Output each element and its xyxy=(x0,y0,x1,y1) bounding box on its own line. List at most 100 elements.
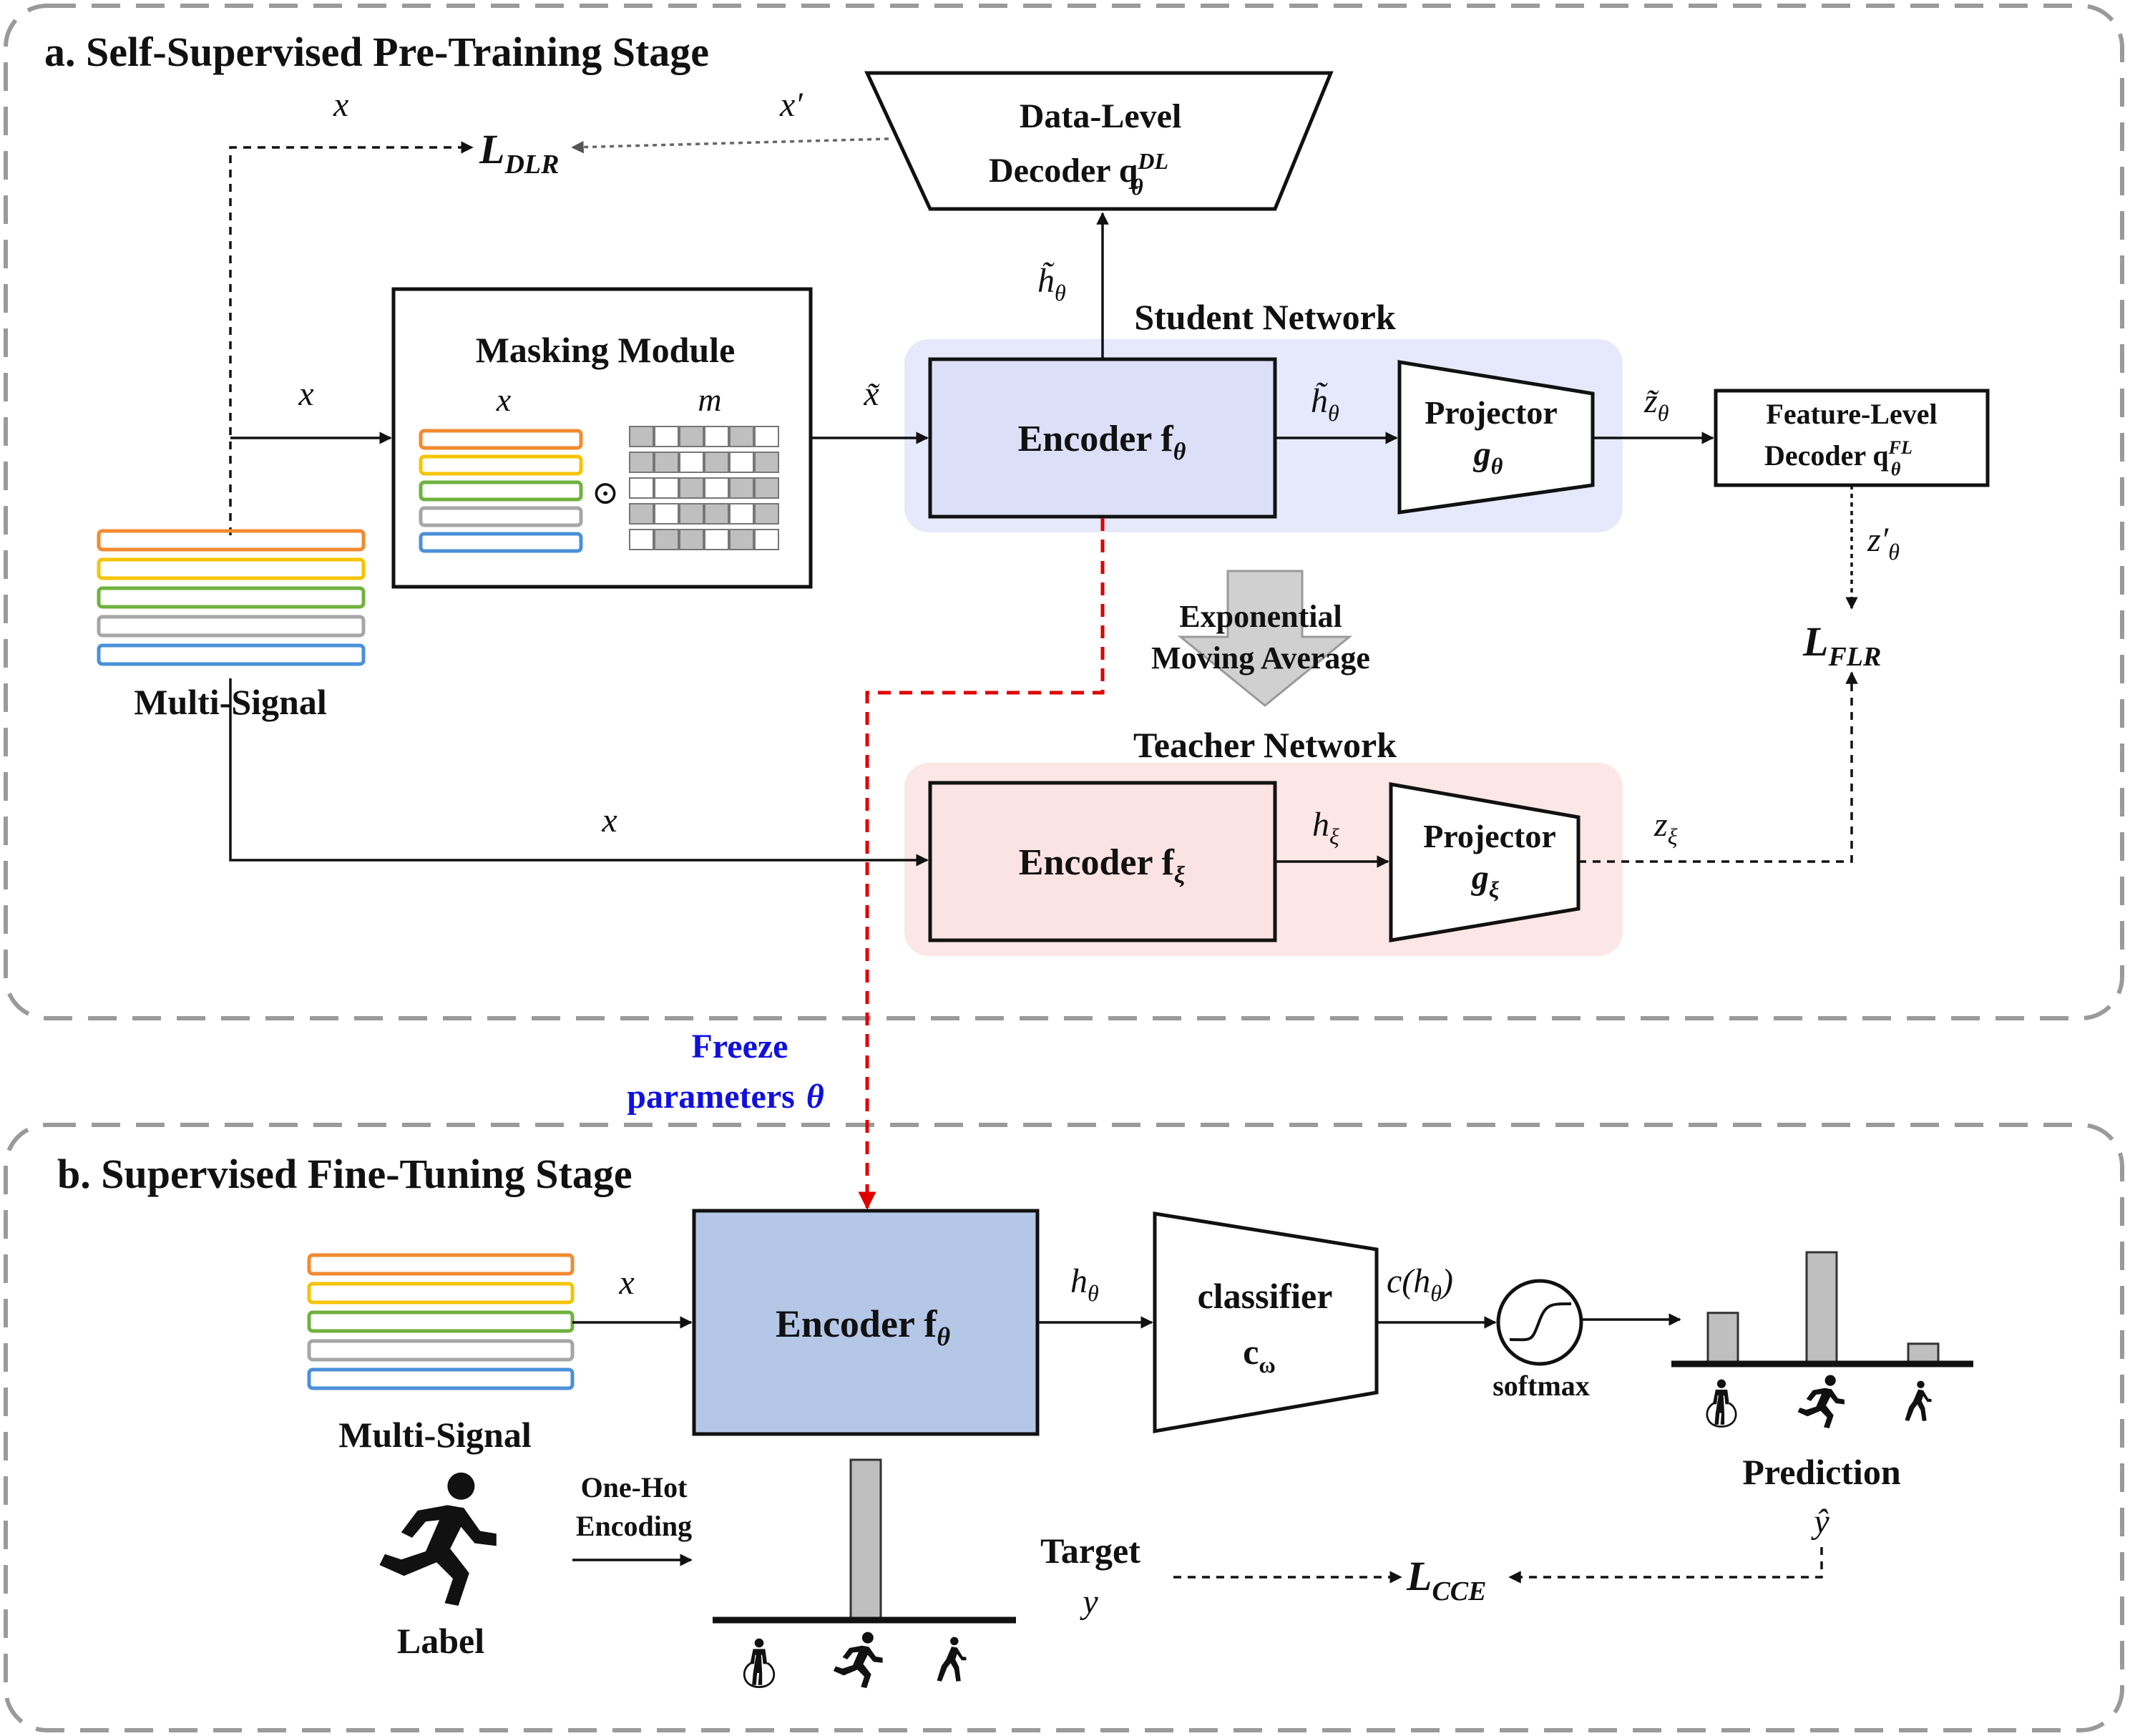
jump-rope-icon-pred xyxy=(1706,1377,1737,1428)
jump-rope-icon-target xyxy=(743,1637,776,1689)
ema-line2: Moving Average xyxy=(1151,640,1370,676)
student-projector xyxy=(1397,360,1595,515)
mask-cell xyxy=(654,452,679,473)
mask-cell xyxy=(729,452,754,473)
mask-cell xyxy=(679,452,704,473)
teacher-encoder-label: Encoder fξ xyxy=(1019,842,1186,889)
label-c-h-theta: c(hθ) xyxy=(1387,1262,1453,1306)
classifier xyxy=(1153,1211,1379,1433)
runner-icon-target xyxy=(833,1632,883,1688)
label-x-to-teacher: x xyxy=(601,801,617,839)
masked-signal-green xyxy=(419,480,583,502)
finetune-encoder-label: Encoder fθ xyxy=(776,1302,951,1351)
signal-blue-b xyxy=(307,1367,575,1390)
signal-gray-b xyxy=(307,1339,575,1362)
arrow-prediction-to-lcce xyxy=(1508,1547,1823,1584)
teacher-projector xyxy=(1389,782,1581,942)
arrow-decoder-to-ldlr xyxy=(571,137,889,154)
mask-cell xyxy=(679,477,704,499)
pred-bar xyxy=(1805,1251,1838,1364)
walker-icon-pred xyxy=(1905,1380,1932,1421)
label-x-top-left: x xyxy=(333,86,348,124)
label-z-tilde: z̃θ xyxy=(1643,382,1669,426)
classifier-line1: classifier xyxy=(1198,1276,1333,1316)
mask-cell xyxy=(704,452,729,473)
mask-cell xyxy=(704,503,729,525)
freeze-parameters-arrow xyxy=(858,518,1105,1210)
label-x-tilde: x̃ xyxy=(863,375,879,413)
stage-b-frame xyxy=(4,1123,2124,1732)
target-bars xyxy=(849,1458,882,1620)
multi-signal-a xyxy=(97,529,366,666)
data-level-decoder xyxy=(864,71,1334,211)
walker-icon-target xyxy=(937,1637,967,1682)
label-x-prime: x′ xyxy=(779,86,803,124)
signal-yellow xyxy=(97,557,366,580)
target-bar xyxy=(849,1458,882,1620)
mask-cell xyxy=(704,477,729,499)
signal-green-b xyxy=(307,1310,575,1333)
mask-cell xyxy=(754,529,779,550)
teacher-network-label: Teacher Network xyxy=(1133,725,1397,765)
mask-cell xyxy=(679,529,704,550)
label-h-tilde-up: h̃θ xyxy=(1037,262,1066,306)
mask-cell xyxy=(654,503,679,525)
multi-signal-label-b: Multi-Signal xyxy=(338,1415,532,1455)
label-x-finetune: x xyxy=(618,1264,634,1302)
masking-x-label: x xyxy=(496,381,512,418)
mask-cell xyxy=(629,452,654,473)
masked-signal-blue xyxy=(419,532,583,553)
signal-orange xyxy=(97,529,366,552)
signal-yellow-b xyxy=(307,1282,575,1305)
teacher-projector-g: gξ xyxy=(1471,859,1500,902)
student-encoder-label: Encoder fθ xyxy=(1018,419,1186,465)
stage-a-title: a. Self-Supervised Pre-Training Stage xyxy=(44,29,709,75)
masking-m-label: m xyxy=(698,381,721,418)
label-z-xi: zξ xyxy=(1653,806,1678,849)
mask-cell xyxy=(729,426,754,447)
masked-signal-yellow xyxy=(419,454,583,476)
mask-cell xyxy=(654,477,679,499)
finetune-encoder xyxy=(692,1209,1040,1436)
mask-cell xyxy=(754,426,779,447)
student-network-label: Student Network xyxy=(1134,297,1395,337)
mask-cell xyxy=(629,503,654,525)
mask-cell xyxy=(729,477,754,499)
teacher-projector-label: Projector xyxy=(1423,818,1556,854)
mask-cell xyxy=(704,529,729,550)
target-label: Target xyxy=(1040,1531,1140,1571)
data-decoder-line1: Data-Level xyxy=(1020,97,1182,135)
ema-line1: Exponential xyxy=(1179,599,1342,634)
label-h-xi: hξ xyxy=(1312,806,1339,849)
signal-green xyxy=(97,586,366,609)
mask-cell xyxy=(654,426,679,447)
odot-symbol: ⊙ xyxy=(592,474,620,511)
loss-dlr: LDLR xyxy=(479,126,559,180)
softmax-icon xyxy=(1496,1279,1583,1366)
label-text: Label xyxy=(397,1621,484,1661)
pred-bar xyxy=(1907,1342,1940,1364)
stage-a-frame xyxy=(4,4,2124,1020)
prediction-label: Prediction xyxy=(1742,1452,1900,1492)
signal-orange-b xyxy=(307,1253,575,1276)
runner-icon-pred xyxy=(1797,1375,1845,1428)
mask-grid xyxy=(629,426,779,550)
one-hot-line2: Encoding xyxy=(576,1510,692,1542)
loss-flr: LFLR xyxy=(1802,618,1881,672)
mask-cell xyxy=(629,477,654,499)
freeze-line1: Freeze xyxy=(692,1028,788,1066)
feature-level-decoder xyxy=(1714,389,1990,487)
label-h-tilde-right: h̃θ xyxy=(1311,382,1339,426)
label-z-prime: z′θ xyxy=(1867,521,1900,565)
mask-cell xyxy=(629,529,654,550)
signal-gray xyxy=(97,615,366,638)
mask-cell xyxy=(704,426,729,447)
label-runner-icon xyxy=(379,1472,497,1606)
mask-cell xyxy=(629,426,654,447)
mask-cell xyxy=(754,477,779,499)
stage-b-title: b. Supervised Fine-Tuning Stage xyxy=(57,1151,632,1197)
